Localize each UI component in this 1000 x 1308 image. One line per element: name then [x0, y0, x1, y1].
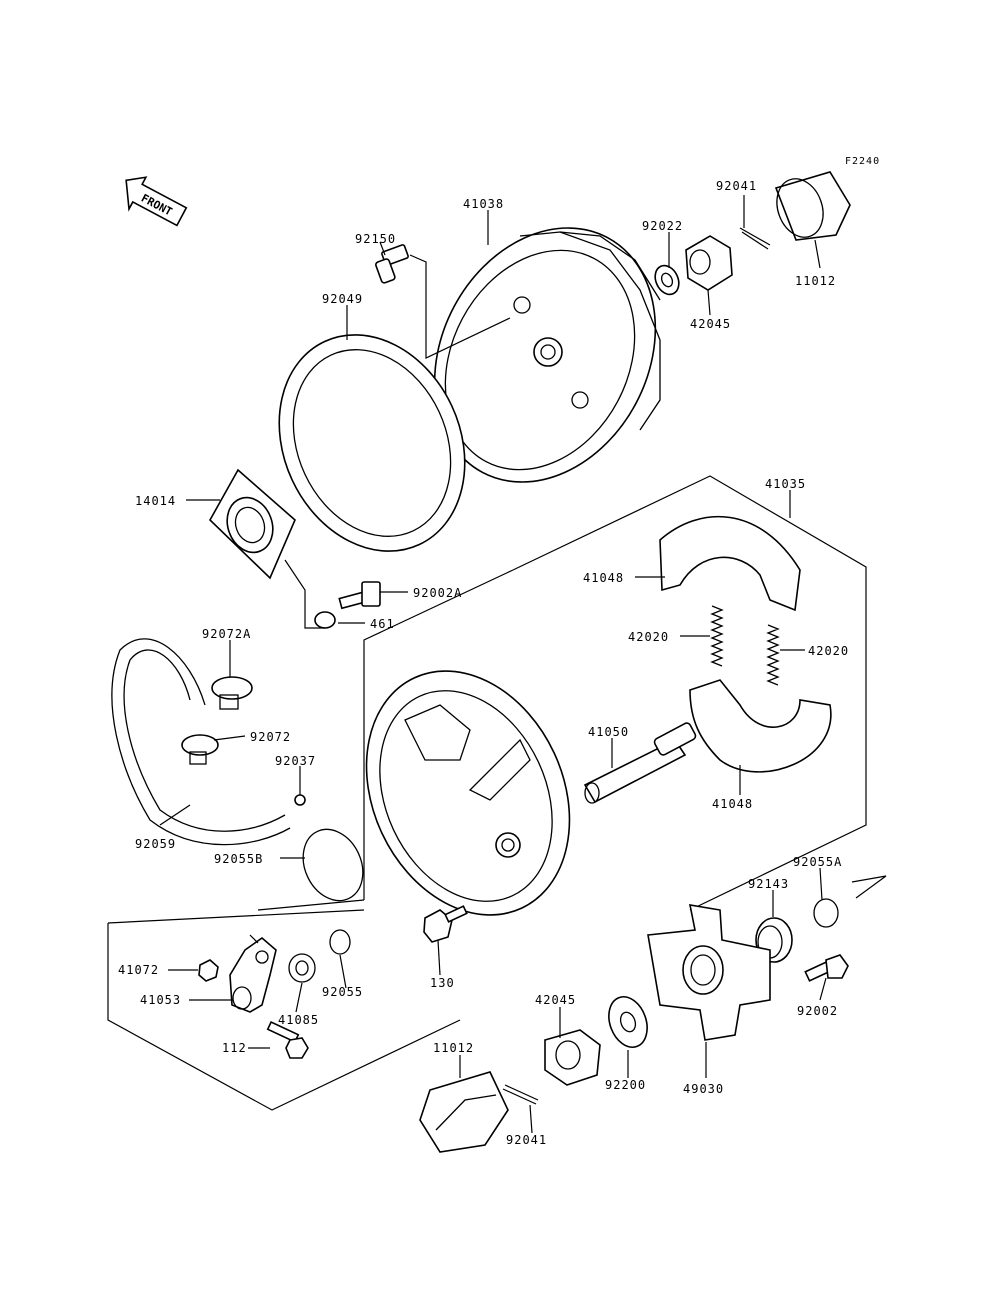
back-plate: [365, 670, 571, 916]
label-92037: 92037: [275, 754, 317, 768]
label-11012-bottom: 11012: [433, 1041, 475, 1055]
label-461: 461: [370, 617, 395, 631]
label-41072: 41072: [118, 963, 160, 977]
camshaft-41050: [583, 722, 697, 804]
cotter-pin-92041-bottom: [502, 1084, 539, 1105]
brake-shoe-41048-top: [659, 515, 801, 612]
label-92041-bottom: 92041: [506, 1133, 548, 1147]
housing-14014: [209, 468, 296, 580]
lever-41053: [229, 936, 277, 1013]
label-41048-top: 41048: [583, 571, 625, 585]
label-92022: 92022: [642, 219, 684, 233]
label-92059: 92059: [135, 837, 177, 851]
bolt-92150: [375, 244, 409, 284]
washer-461: [314, 611, 336, 629]
label-92041-top: 92041: [716, 179, 758, 193]
o-ring-92055b: [302, 828, 364, 902]
nut-41072: [198, 959, 219, 982]
nut-42045-bottom: [544, 1029, 601, 1086]
label-41035: 41035: [765, 477, 807, 491]
label-42045-top: 42045: [690, 317, 732, 331]
cap-11012-top: [774, 171, 851, 241]
brake-drum-41038: [433, 227, 661, 483]
label-41038: 41038: [463, 197, 505, 211]
bolt-130: [423, 905, 468, 943]
spring-42020-left: [710, 605, 724, 667]
label-41053: 41053: [140, 993, 182, 1007]
label-41050: 41050: [588, 725, 630, 739]
spring-42020-right: [766, 624, 780, 686]
label-92049: 92049: [322, 292, 364, 306]
hose-92059: [111, 638, 291, 846]
label-14014: 14014: [135, 494, 177, 508]
label-49030: 49030: [683, 1082, 725, 1096]
label-11012-top: 11012: [795, 274, 837, 288]
assembly-outline: [107, 475, 887, 1111]
label-130: 130: [430, 976, 455, 990]
label-92072A: 92072A: [202, 627, 252, 641]
label-92002A: 92002A: [413, 586, 463, 600]
label-92002: 92002: [797, 1004, 839, 1018]
hub-49030: [647, 904, 771, 1041]
leader-lines: [159, 195, 827, 1134]
label-92072: 92072: [250, 730, 292, 744]
washer-92022: [654, 264, 680, 296]
bolt-92002a: [338, 581, 381, 610]
nut-42045-top: [685, 235, 733, 291]
spring-41085: [288, 953, 316, 983]
bolt-112: [266, 1020, 309, 1059]
label-92055: 92055: [322, 985, 364, 999]
label-92055A: 92055A: [793, 855, 843, 869]
label-92150: 92150: [355, 232, 397, 246]
label-92200: 92200: [605, 1078, 647, 1092]
brake-shoe-41048-bottom: [689, 679, 832, 773]
label-42020-right: 42020: [808, 644, 850, 658]
o-ring-92055: [329, 929, 351, 955]
label-92143: 92143: [748, 877, 790, 891]
bolt-92002: [804, 954, 849, 982]
label-41048-bottom: 41048: [712, 797, 754, 811]
label-42045-bottom: 42045: [535, 993, 577, 1007]
cap-11012-bottom: [419, 1071, 509, 1153]
label-41085: 41085: [278, 1013, 320, 1027]
clip-92037: [294, 794, 306, 806]
diagram-code: F2240: [845, 156, 881, 167]
seal-92049: [278, 334, 466, 552]
label-112: 112: [222, 1041, 247, 1055]
o-ring-92055a: [813, 898, 839, 928]
front-arrow-icon: FRONT: [125, 176, 188, 227]
cotter-pin-92041-top: [739, 227, 771, 250]
washer-92200: [608, 996, 648, 1048]
label-92055B: 92055B: [214, 852, 264, 866]
label-42020-left: 42020: [628, 630, 670, 644]
clamp-92072: [181, 734, 219, 765]
clamp-92072a: [211, 676, 253, 710]
